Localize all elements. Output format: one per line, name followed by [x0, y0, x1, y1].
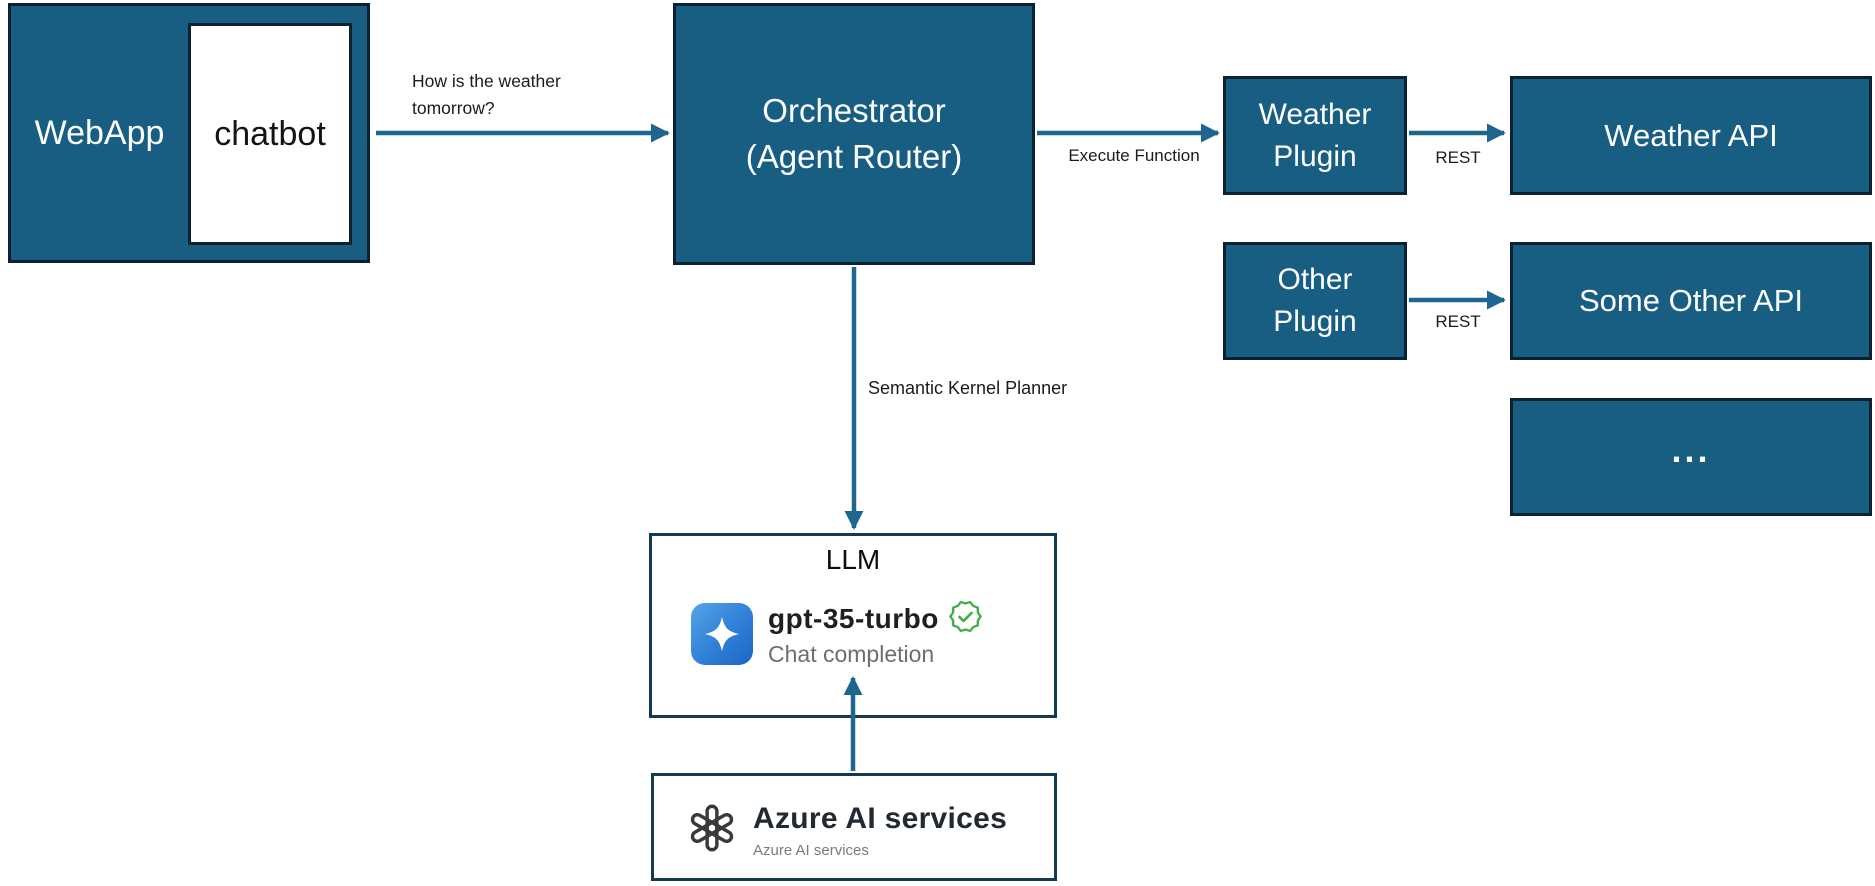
orchestrator-label-line1: Orchestrator: [762, 92, 946, 129]
sparkle-icon: [691, 603, 753, 665]
edge-label-semantic-kernel-planner: Semantic Kernel Planner: [868, 378, 1068, 398]
verified-badge-icon: [949, 600, 982, 638]
azure-ai-subtitle: Azure AI services: [753, 842, 869, 859]
node-other-plugin: Other Plugin: [1223, 242, 1407, 360]
edge-label-rest-other: REST: [1435, 312, 1481, 331]
weather-plugin-line2: Plugin: [1273, 139, 1357, 173]
azure-ai-card: Azure AI services Azure AI services: [651, 773, 1057, 881]
node-weather-plugin: Weather Plugin: [1223, 76, 1407, 195]
edge-label-execute-function: Execute Function: [1068, 146, 1200, 165]
some-other-api-label: Some Other API: [1579, 283, 1803, 318]
edge-label-user-question: How is the weather tomorrow?: [412, 71, 561, 118]
more-apis-label: ...: [1671, 429, 1711, 470]
chatbot-label: chatbot: [214, 114, 326, 153]
node-weather-api: Weather API: [1510, 76, 1872, 195]
orchestrator-label-line2: (Agent Router): [745, 138, 963, 175]
other-plugin-line1: Other: [1277, 263, 1353, 296]
webapp-label: WebApp: [34, 113, 165, 152]
model-name: gpt-35-turbo: [768, 603, 939, 634]
model-subtitle: Chat completion: [768, 641, 935, 667]
llm-title: LLM: [825, 544, 881, 575]
weather-plugin-line1: Weather: [1258, 97, 1372, 131]
weather-api-label: Weather API: [1604, 117, 1778, 153]
edge-label-rest-weather: REST: [1435, 148, 1481, 167]
other-plugin-line2: Plugin: [1273, 305, 1357, 338]
node-more-apis: ...: [1510, 398, 1872, 516]
llm-card: LLM gpt-35-turbo Chat completio: [649, 533, 1057, 718]
openai-logo-icon: [688, 802, 736, 859]
node-orchestrator: Orchestrator (Agent Router): [673, 3, 1035, 265]
llm-model-entry: gpt-35-turbo Chat completion: [691, 600, 982, 668]
node-some-other-api: Some Other API: [1510, 242, 1872, 360]
node-chatbot: chatbot: [188, 23, 352, 245]
azure-ai-title: Azure AI services: [753, 802, 1008, 835]
